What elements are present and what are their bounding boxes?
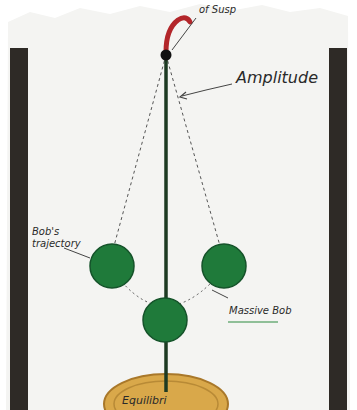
underline	[228, 321, 278, 322]
bob-right	[202, 244, 246, 288]
side-strip	[10, 48, 28, 410]
annotation-label: Equilibri	[122, 394, 167, 407]
string-right	[166, 55, 220, 246]
leader-line	[212, 290, 228, 298]
annotation-label: Amplitude	[236, 68, 318, 87]
bob-center	[143, 298, 187, 342]
bob-left	[90, 244, 134, 288]
annotation-label: of Susp	[199, 4, 236, 15]
side-strip	[329, 48, 347, 410]
paper-sheet	[6, 4, 350, 410]
annotation-label: Bob's trajectory	[32, 226, 88, 249]
pivot-point	[161, 50, 172, 61]
string-left	[114, 55, 166, 246]
leader-line	[182, 84, 232, 96]
leader-line	[172, 18, 196, 50]
suspension-hook	[166, 18, 190, 52]
annotation-label: Massive Bob	[229, 305, 292, 316]
leader-arrow	[180, 92, 187, 99]
leader-line	[64, 248, 90, 258]
